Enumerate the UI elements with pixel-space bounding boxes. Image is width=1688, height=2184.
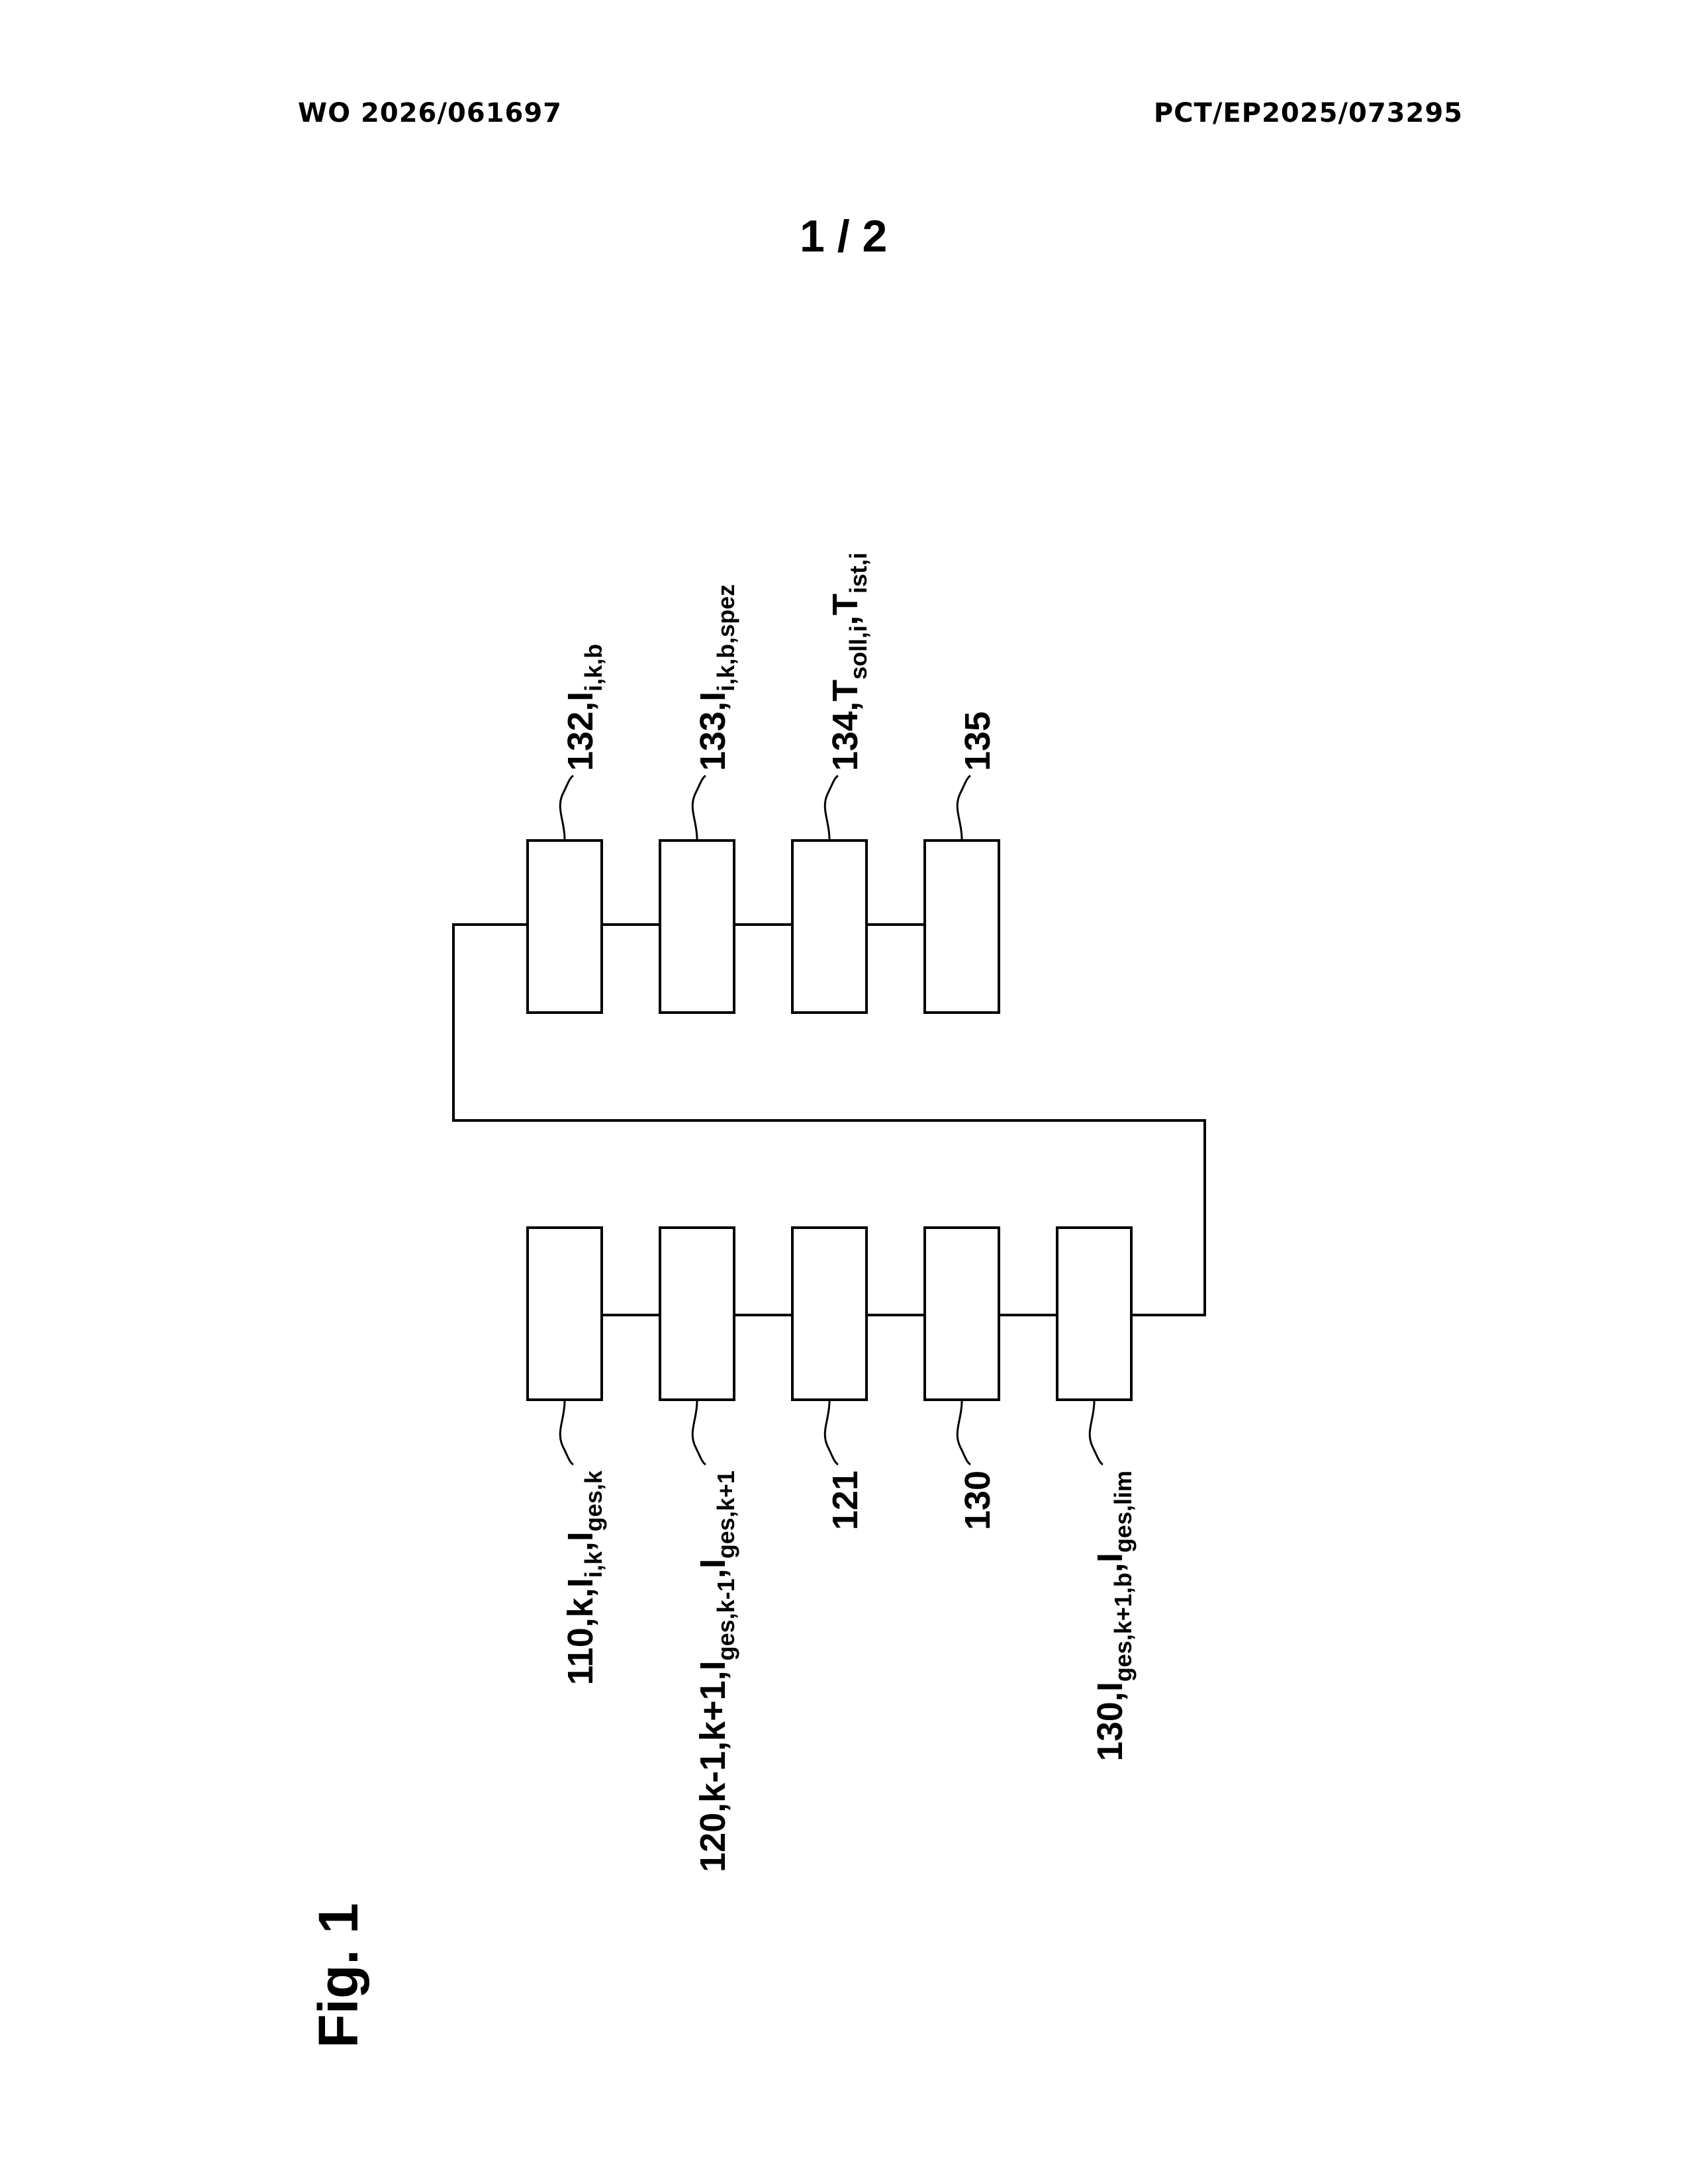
leader-133 [692, 776, 706, 839]
label-part: ges,lim [1109, 1471, 1137, 1553]
label-part: 121 [825, 1471, 865, 1530]
leader-134 [825, 776, 838, 839]
label-part: 130,I [1090, 1682, 1130, 1761]
label-135: 135 [958, 711, 998, 771]
leader-135 [957, 776, 970, 839]
label-part: i,k,b [580, 644, 607, 692]
leader-110 [560, 1401, 573, 1465]
leader-132 [560, 776, 573, 839]
label-part: ges,k-1 [712, 1578, 739, 1661]
bottom-leaders [560, 1401, 1103, 1465]
label-part: ,I [1090, 1553, 1130, 1572]
label-part: i,k [580, 1551, 607, 1578]
figure-label: Fig. 1 [307, 1903, 369, 2048]
label-part: soll,i [845, 625, 872, 680]
block-134 [792, 841, 867, 1013]
block-130 [925, 1228, 999, 1400]
leader-121 [825, 1401, 838, 1465]
label-part: ,I [561, 1531, 600, 1551]
label-part: ist,i [845, 553, 872, 594]
label-121: 121 [825, 1471, 865, 1530]
label-part: ,T [825, 594, 865, 625]
block-130-limit [1057, 1228, 1131, 1400]
top-labels: 132,Ii,k,b 133,Ii,k,b,spez 134,Tsoll,i,T… [561, 553, 998, 771]
leader-130-limit [1090, 1401, 1103, 1465]
label-part: i,k,b,spez [712, 584, 739, 692]
label-part: 130 [958, 1471, 998, 1530]
label-132: 132,Ii,k,b [561, 644, 607, 771]
label-130-limit: 130,Iges,k+1,b,Iges,lim [1090, 1471, 1137, 1761]
label-133: 133,Ii,k,b,spez [693, 584, 739, 771]
block-135 [925, 841, 999, 1013]
label-part: 110,k,I [561, 1578, 600, 1685]
block-120 [660, 1228, 734, 1400]
label-134: 134,Tsoll,i,Tist,i [825, 553, 872, 771]
label-part: 133,I [693, 692, 733, 771]
block-121 [792, 1228, 867, 1400]
block-110 [528, 1228, 602, 1400]
label-part: 134,T [825, 680, 865, 771]
label-part: 132,I [561, 692, 600, 771]
label-part: ,I [693, 1559, 733, 1578]
bottom-labels: 110,k,Ii,k,Iges,k 120,k-1,k+1,Iges,k-1,I… [561, 1470, 1137, 1872]
label-part: 120,k-1,k+1,I [693, 1661, 733, 1872]
block-132 [528, 841, 602, 1013]
label-part: ges,k+1,b [1109, 1572, 1137, 1682]
label-110: 110,k,Ii,k,Iges,k [561, 1470, 607, 1685]
label-part: ges,k+1 [712, 1471, 739, 1559]
leader-120 [692, 1401, 706, 1465]
label-130: 130 [958, 1471, 998, 1530]
label-part: ges,k [580, 1470, 607, 1531]
label-part: 135 [958, 711, 998, 771]
label-120: 120,k-1,k+1,Iges,k-1,Iges,k+1 [693, 1471, 739, 1872]
block-133 [660, 841, 734, 1013]
top-leaders [560, 776, 970, 839]
top-row-boxes [528, 841, 999, 1013]
leader-130 [957, 1401, 970, 1465]
